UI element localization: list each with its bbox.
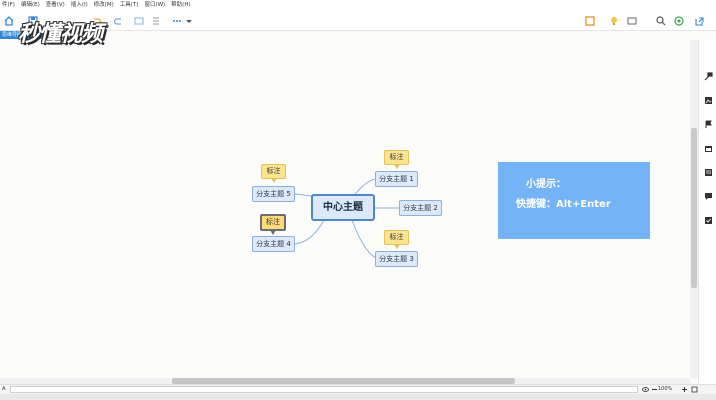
horizontal-scroll-thumb[interactable] [172,378,515,384]
branch-topic-1[interactable]: 分支主题 1 [375,171,418,187]
window-bottom-edge [0,394,716,400]
menu-bar: 件(F) 编辑(E) 查看(V) 插入(I) 修改(M) 工具(T) 窗口(W)… [0,0,716,11]
callout-branch-1[interactable]: 标注 [384,150,409,169]
menu-file[interactable]: 件(F) [2,2,15,8]
save-icon[interactable] [27,15,39,27]
status-input-field[interactable] [10,386,638,393]
zoom-level: 100% [658,386,673,392]
eye-icon[interactable] [642,386,649,393]
export-icon[interactable] [584,15,596,27]
menu-edit[interactable]: 编辑(E) [20,2,40,8]
zoom-out-icon[interactable] [651,386,658,393]
vertical-scroll-thumb[interactable] [691,128,697,288]
hint-title: 小提示： [526,179,566,190]
branch-topic-3[interactable]: 分支主题 3 [375,251,418,267]
redo-icon[interactable] [113,15,125,27]
hint-box: 小提示： 快捷键：Alt+Enter [498,162,650,239]
share-icon[interactable] [673,15,685,27]
share-out-icon[interactable] [693,15,705,27]
menu-tools[interactable]: 工具(T) [119,2,139,8]
watermark-logo: 秒懂视频 [18,22,103,47]
callout-branch-3[interactable]: 标注 [384,230,409,249]
format-brush-icon[interactable] [704,72,713,81]
branch-topic-4[interactable]: 分支主题 4 [252,236,295,252]
presentation-icon[interactable] [626,15,638,27]
branch-topic-5[interactable]: 分支主题 5 [252,186,295,202]
undo-icon[interactable] [90,15,102,27]
zoom-icon[interactable] [655,15,667,27]
connector-3 [351,219,377,259]
hint-shortcut: 快捷键：Alt+Enter [516,199,611,210]
flag-icon[interactable] [704,120,713,129]
home-icon[interactable] [3,15,15,27]
list-icon[interactable] [150,15,162,27]
tab-document[interactable]: 思维导图 * [0,31,44,39]
menu-window[interactable]: 窗口(W) [144,2,166,8]
fit-view-icon[interactable] [691,386,698,393]
horizontal-scrollbar[interactable] [0,378,690,384]
mindmap-canvas[interactable]: 中心主题 分支主题 1 分支主题 2 分支主题 3 分支主题 4 分支主题 5 … [0,40,690,378]
vertical-scrollbar[interactable] [690,40,698,378]
status-bar: A 100% [0,384,716,394]
menu-modify[interactable]: 修改(M) [93,2,114,8]
menu-insert[interactable]: 插入(I) [70,2,88,8]
chevron-down-icon[interactable] [183,15,192,27]
toolbar [0,11,716,31]
image-icon[interactable] [704,96,713,105]
connector-4 [294,219,325,245]
more-icon[interactable] [171,15,183,27]
status-label: A [2,386,6,392]
central-topic[interactable]: 中心主题 [311,194,375,221]
menu-view[interactable]: 查看(V) [45,2,65,8]
task-icon[interactable] [704,216,713,225]
zoom-in-icon[interactable] [681,386,688,393]
note-icon[interactable] [704,168,713,177]
callout-branch-4-selected[interactable]: 标注 [260,214,286,235]
menu-help[interactable]: 帮助(H) [171,2,191,8]
right-sidebar [698,40,716,384]
callout-branch-5[interactable]: 标注 [261,164,286,183]
style-icon[interactable] [133,15,145,27]
comment-icon[interactable] [704,192,713,201]
branch-topic-2[interactable]: 分支主题 2 [399,200,442,216]
calendar-icon[interactable] [704,144,713,153]
idea-icon[interactable] [608,15,620,27]
